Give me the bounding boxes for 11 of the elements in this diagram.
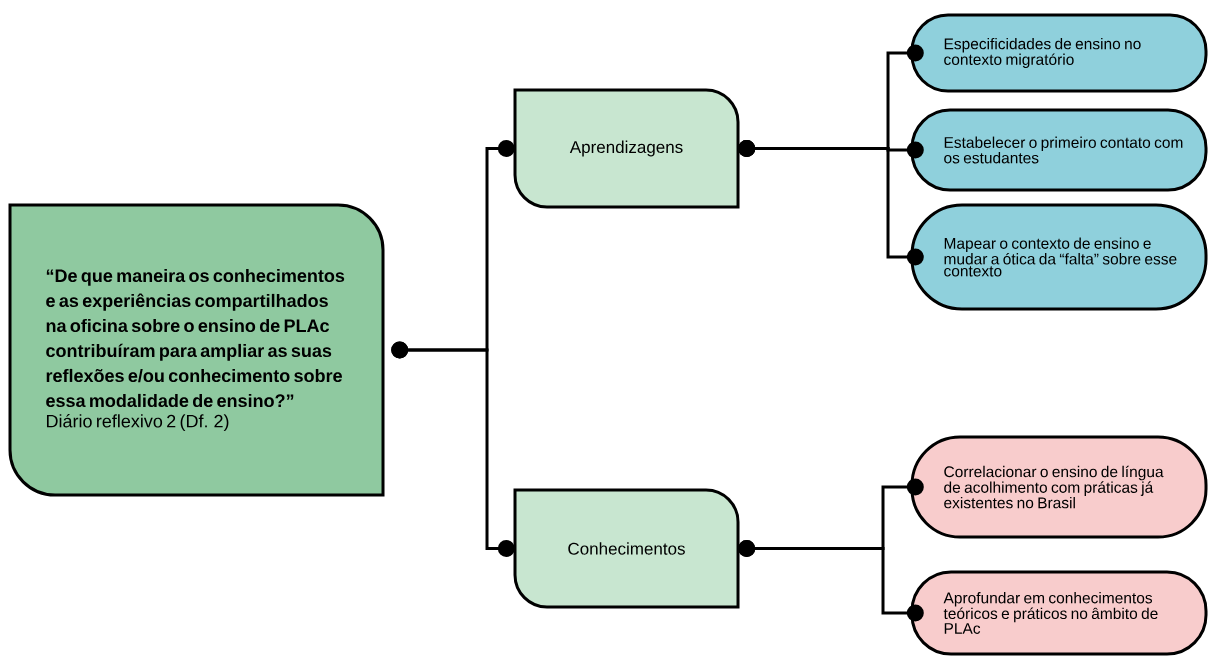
topic-pill: Estabelecer o primeiro contato com os estudantes — [910, 108, 1208, 192]
question-box: “De que maneira os conhecimentos e as experiências compartilhados na oficina sobre o ensino de PLAc contribuíram para ampliar as suas reflexões e/ou conhecimento sobre essa modalidade de ensino?” Diário reflexivo 2 (Df. 2) — [8, 203, 385, 497]
connector — [391, 341, 515, 557]
topic-pill: Mapear o contexto de ensino e mudar a ótica da “falta” sobre esse contexto — [910, 203, 1208, 311]
connector — [738, 140, 924, 266]
topic-pill: Correlacionar o ensino de língua de acolhimento com práticas já existentes no Brasil — [910, 435, 1208, 539]
category-box: Aprendizagens — [513, 88, 740, 209]
topic-pill: Especificidades de ensino no contexto migratório — [910, 13, 1208, 93]
connector — [738, 540, 924, 622]
category-box: Conhecimentos — [513, 488, 740, 609]
topic-pill: Aprofundar em conhecimentos teóricos e práticos no âmbito de PLAc — [910, 570, 1208, 656]
